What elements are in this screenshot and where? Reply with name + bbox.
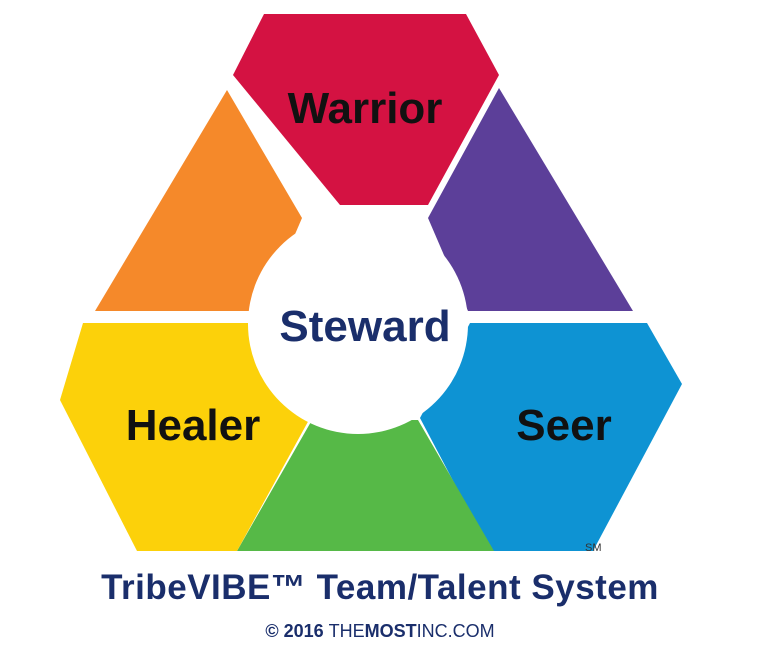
healer-label: Healer xyxy=(126,401,261,450)
steward-circle xyxy=(248,214,468,434)
steward-label: Steward xyxy=(279,302,450,351)
copyright-line: © 2016 THEMOSTINC.COM xyxy=(0,621,760,642)
copyright-the: THE xyxy=(328,621,365,641)
purple-segment xyxy=(428,88,633,311)
copyright-suffix: INC.COM xyxy=(416,621,495,641)
warrior-label: Warrior xyxy=(288,84,443,133)
copyright-prefix: © 2016 xyxy=(265,621,329,641)
seer-label: Seer xyxy=(516,401,611,450)
service-mark: SM xyxy=(585,542,602,554)
system-title: TribeVIBE™ Team/Talent System xyxy=(101,568,659,607)
orange-segment xyxy=(95,90,302,311)
healer-segment xyxy=(60,323,310,551)
copyright-most: MOST xyxy=(364,621,417,641)
warrior-segment xyxy=(233,14,499,205)
seer-segment xyxy=(420,323,682,551)
green-segment xyxy=(237,420,494,551)
